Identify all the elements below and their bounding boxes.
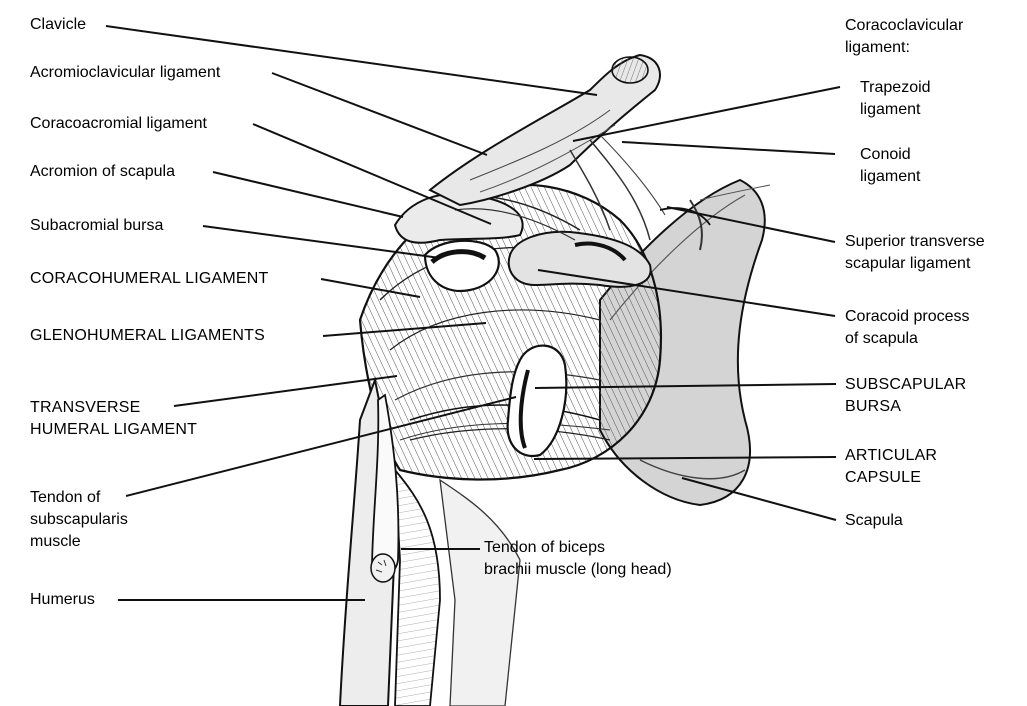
label-humerus: Humerus: [30, 589, 95, 611]
label-tendon-subscapularis: Tendon of subscapularis muscle: [30, 487, 128, 553]
label-coracohumeral-text: CORACOHUMERAL LIGAMENT: [30, 268, 269, 290]
label-humerus-text: Humerus: [30, 589, 95, 611]
label-trapezoid-line1: Trapezoid: [860, 77, 931, 99]
label-subacromial-text: Subacromial bursa: [30, 215, 163, 237]
label-transverse-line1: TRANSVERSE: [30, 397, 197, 419]
label-glenohumeral-text: GLENOHUMERAL LIGAMENTS: [30, 325, 265, 347]
label-biceps-tendon: Tendon of biceps brachii muscle (long he…: [484, 537, 672, 581]
label-biceps-line2: brachii muscle (long head): [484, 559, 672, 581]
label-coracoacromial-text: Coracoacromial ligament: [30, 113, 207, 135]
label-articular-capsule: ARTICULAR CAPSULE: [845, 445, 937, 489]
label-coracoclavicular-line2: ligament:: [845, 37, 963, 59]
label-coracoid-process: Coracoid process of scapula: [845, 306, 970, 350]
label-trapezoid-line2: ligament: [860, 99, 931, 121]
label-clavicle: Clavicle: [30, 14, 86, 36]
label-conoid-ligament: Conoid ligament: [860, 144, 920, 188]
label-scapula-text: Scapula: [845, 510, 903, 532]
label-coracoid-line1: Coracoid process: [845, 306, 970, 328]
label-clavicle-text: Clavicle: [30, 14, 86, 36]
label-acromioclavicular-ligament: Acromioclavicular ligament: [30, 62, 220, 84]
label-glenohumeral-ligaments: GLENOHUMERAL LIGAMENTS: [30, 325, 265, 347]
label-biceps-line1: Tendon of biceps: [484, 537, 672, 559]
label-scapula: Scapula: [845, 510, 903, 532]
label-acromion-text: Acromion of scapula: [30, 161, 175, 183]
label-conoid-line1: Conoid: [860, 144, 920, 166]
label-tendon-sub-line3: muscle: [30, 531, 128, 553]
label-coracoacromial-ligament: Coracoacromial ligament: [30, 113, 207, 135]
label-coracoclavicular-line1: Coracoclavicular: [845, 15, 963, 37]
label-transverse-line2: HUMERAL LIGAMENT: [30, 419, 197, 441]
label-subscapular-bursa: SUBSCAPULAR BURSA: [845, 374, 966, 418]
label-subscapular-line2: BURSA: [845, 396, 966, 418]
label-acromion: Acromion of scapula: [30, 161, 175, 183]
label-tendon-sub-line2: subscapularis: [30, 509, 128, 531]
label-superior-transverse-scapular-ligament: Superior transverse scapular ligament: [845, 231, 985, 275]
label-transverse-humeral-ligament: TRANSVERSE HUMERAL LIGAMENT: [30, 397, 197, 441]
label-coracoid-line2: of scapula: [845, 328, 970, 350]
label-coracoclavicular-ligament: Coracoclavicular ligament:: [845, 15, 963, 59]
label-subscapular-line1: SUBSCAPULAR: [845, 374, 966, 396]
label-articular-line2: CAPSULE: [845, 467, 937, 489]
label-subacromial-bursa: Subacromial bursa: [30, 215, 163, 237]
label-tendon-sub-line1: Tendon of: [30, 487, 128, 509]
label-sup-transverse-line1: Superior transverse: [845, 231, 985, 253]
label-acromioclavicular-text: Acromioclavicular ligament: [30, 62, 220, 84]
label-sup-transverse-line2: scapular ligament: [845, 253, 985, 275]
subacromial-bursa-shape: [425, 241, 499, 291]
label-conoid-line2: ligament: [860, 166, 920, 188]
label-articular-line1: ARTICULAR: [845, 445, 937, 467]
label-coracohumeral-ligament: CORACOHUMERAL LIGAMENT: [30, 268, 269, 290]
label-trapezoid-ligament: Trapezoid ligament: [860, 77, 931, 121]
